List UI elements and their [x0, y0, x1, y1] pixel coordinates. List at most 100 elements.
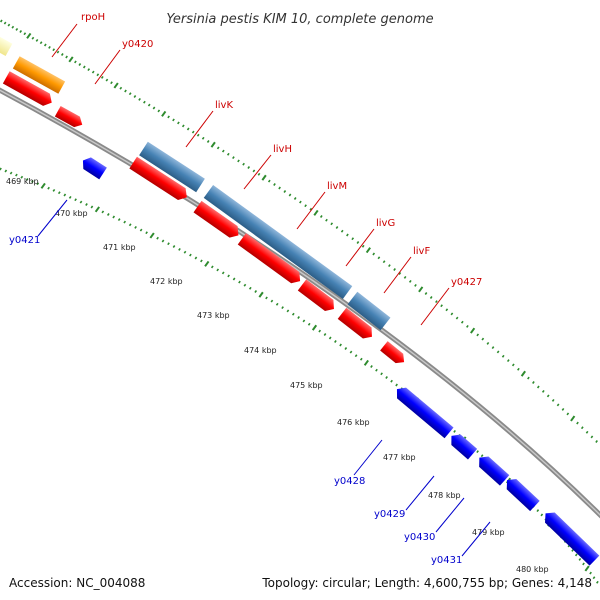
gene-label-livM[interactable]: livM [327, 181, 347, 192]
feature-y0427-cds[interactable] [380, 341, 408, 367]
tick-mark [143, 100, 146, 104]
tick-mark [35, 38, 39, 42]
tick-mark [243, 283, 247, 287]
tick-mark [395, 383, 398, 387]
tick-mark [91, 70, 95, 74]
gene-label-livH[interactable]: livH [273, 144, 292, 155]
tick-mark [157, 109, 161, 113]
gene-labels: rpoH y0420 livK livH livM livG livF y042… [9, 12, 482, 566]
kbp-label: 480 kbp [516, 565, 549, 574]
tick-mark [183, 250, 187, 254]
tick-mark [247, 166, 251, 169]
feature-livK-gene[interactable] [139, 141, 205, 193]
tick-mark [100, 75, 104, 79]
feature-livH-gene[interactable] [203, 184, 353, 300]
feature-livH-cds[interactable] [193, 200, 243, 241]
map-title: Yersinia pestis KIM 10, complete genome [166, 12, 433, 27]
tick-mark [532, 381, 535, 384]
feature-livK-cds[interactable] [129, 156, 190, 204]
tick-mark [380, 372, 383, 376]
tick-mark [201, 136, 205, 140]
tick-mark [123, 220, 127, 224]
tick-mark [147, 103, 151, 107]
tick-mark [299, 200, 302, 204]
tick-mark [94, 206, 100, 213]
tick-mark [221, 149, 225, 153]
tick-mark [590, 435, 594, 439]
tick-mark [134, 225, 137, 229]
tick-mark [506, 359, 510, 363]
tick-mark [36, 182, 40, 186]
genome-backbone [0, 87, 600, 519]
feature-y0421-cds[interactable] [79, 155, 107, 180]
gene-label-livK[interactable]: livK [215, 100, 233, 111]
tick-mark [435, 300, 438, 304]
feature-edge-cds[interactable] [541, 508, 600, 566]
tick-mark [466, 324, 469, 328]
feature-rpoH-gene[interactable] [12, 56, 66, 94]
tick-mark [210, 265, 214, 269]
feature-livF-cds[interactable] [337, 307, 377, 342]
tick-mark [181, 124, 185, 128]
tick-mark [418, 286, 424, 293]
gene-label-y0431[interactable]: y0431 [431, 555, 462, 566]
tick-mark [232, 156, 235, 160]
tick-mark [113, 82, 119, 89]
tick-mark [288, 193, 292, 197]
tick-mark [25, 177, 29, 181]
tick-mark [351, 237, 355, 241]
feature-y0429-cds[interactable] [447, 431, 478, 460]
gene-label-y0428[interactable]: y0428 [334, 476, 365, 487]
tick-mark [323, 333, 327, 336]
tick-mark [90, 205, 94, 209]
tick-mark [372, 252, 376, 256]
tick-mark [491, 346, 495, 350]
feature-livG-cds[interactable] [297, 279, 338, 314]
feature-livG-gene[interactable] [347, 291, 391, 331]
feature-y0431-cds[interactable] [502, 475, 540, 512]
tick-mark [26, 32, 32, 39]
gene-label-livF[interactable]: livF [413, 246, 430, 257]
tick-mark [527, 376, 530, 380]
tick-mark [589, 571, 592, 575]
gene-label-y0429[interactable]: y0429 [374, 509, 405, 520]
feature-rpoH-cds[interactable] [2, 71, 55, 108]
tick-mark [161, 110, 167, 117]
tick-mark [574, 553, 578, 557]
tick-mark [566, 412, 570, 416]
tick-mark [152, 106, 156, 110]
tick-mark [561, 407, 565, 411]
tick-mark [335, 226, 339, 229]
feature-livM-cds[interactable] [237, 233, 304, 287]
gene-label-y0430[interactable]: y0430 [404, 532, 435, 543]
gene-label-y0427[interactable]: y0427 [451, 277, 482, 288]
gene-label-rpoH[interactable]: rpoH [81, 12, 105, 23]
tick-mark [517, 367, 520, 371]
feature-yellow[interactable] [0, 35, 13, 57]
tick-mark [429, 296, 433, 299]
feature-y0428-cds[interactable] [392, 384, 454, 439]
tick-mark [23, 32, 27, 36]
tick-mark [194, 256, 198, 260]
gene-label-y0421[interactable]: y0421 [9, 235, 40, 246]
tick-mark [128, 223, 132, 227]
tick-mark [470, 327, 476, 334]
tick-mark [546, 394, 550, 398]
tick-mark [450, 312, 454, 316]
tick-mark [82, 65, 86, 69]
tick-mark [445, 308, 449, 312]
tick-mark [227, 274, 230, 278]
accession-text: Accession: NC_004088 [9, 576, 145, 590]
tick-mark [536, 509, 540, 513]
feature-y0420-cds[interactable] [54, 105, 85, 130]
gene-label-livG[interactable]: livG [376, 218, 395, 229]
tick-mark [283, 190, 287, 193]
tick-mark [139, 228, 143, 232]
gene-label-y0420[interactable]: y0420 [122, 39, 153, 50]
feature-y0430-cds[interactable] [475, 452, 510, 486]
tick-mark [349, 350, 353, 354]
features [0, 35, 600, 566]
tick-mark [408, 279, 412, 283]
tick-mark [570, 415, 576, 422]
tick-mark [56, 50, 60, 54]
